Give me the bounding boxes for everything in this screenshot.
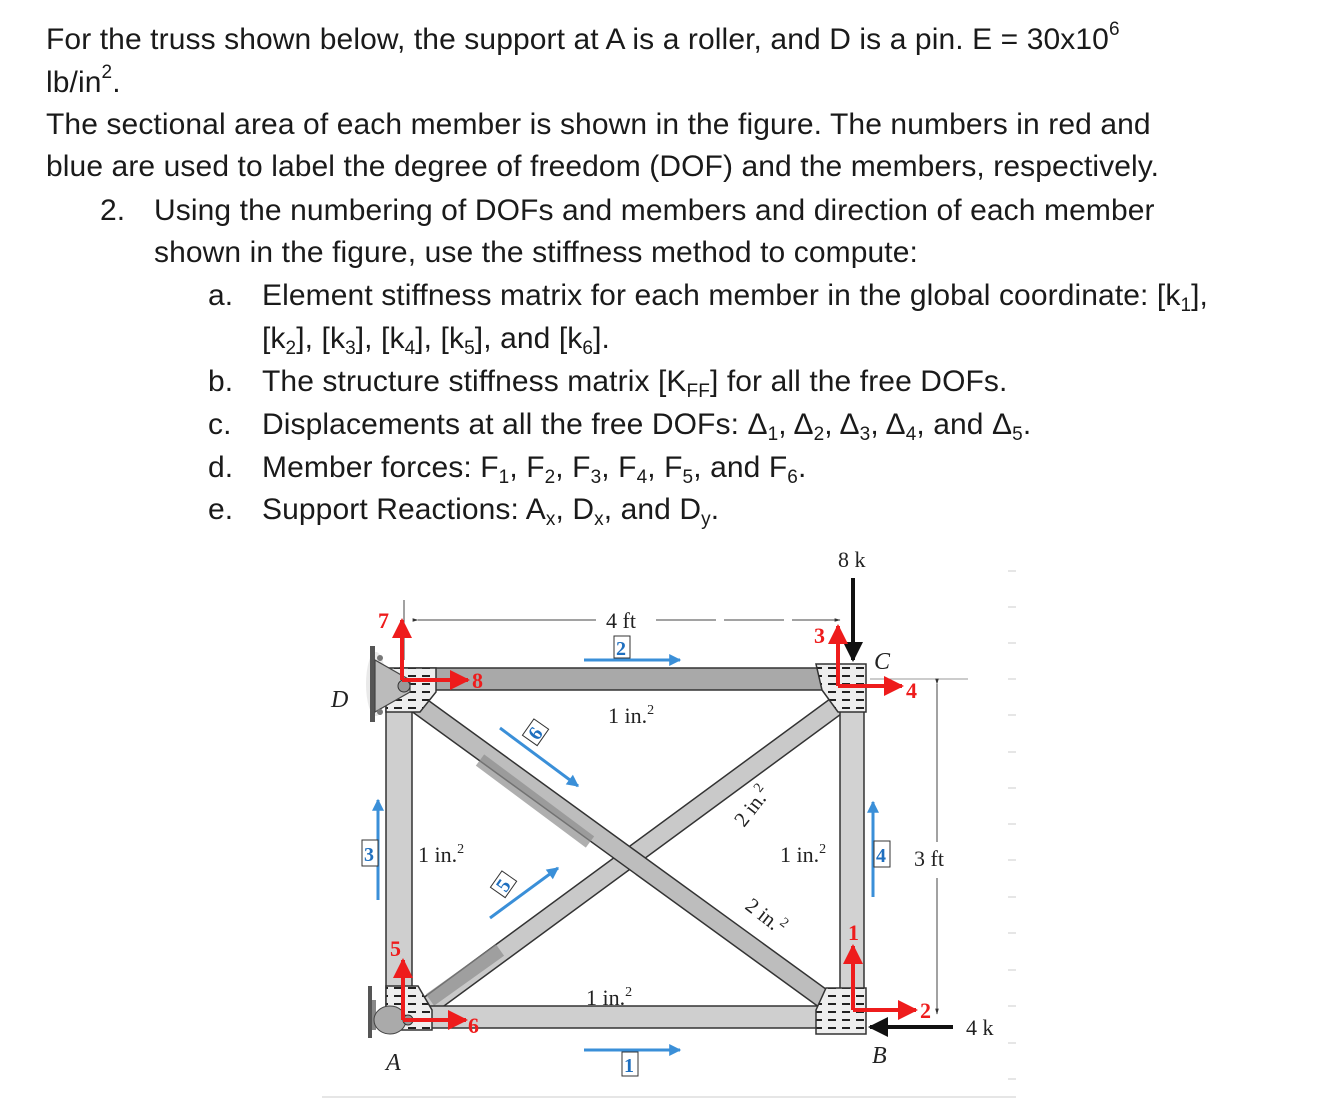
unit-text: lb/in	[46, 66, 102, 99]
dimension-vertical: 3 ft	[914, 846, 944, 871]
item-b-letter: b.	[208, 365, 234, 398]
subscript: x	[594, 509, 604, 530]
item-c-text: Displacements at all the free DOFs: Δ	[262, 408, 768, 441]
intro-line-1: For the truss shown below, the support a…	[46, 19, 1120, 61]
edge-ticks	[1008, 570, 1016, 1080]
item-a-tail: ],	[1191, 279, 1208, 312]
subscript: 4	[404, 338, 416, 359]
text: ].	[593, 322, 610, 355]
member-arrows	[372, 654, 879, 1056]
exponent: 6	[1108, 19, 1120, 40]
text: .	[710, 493, 720, 526]
item-e-letter: e.	[208, 493, 234, 526]
member-label-2: 2	[616, 638, 626, 660]
dof-label-7: 7	[378, 608, 389, 633]
node-label-A: A	[384, 1050, 401, 1076]
intro-line-3: The sectional area of each member is sho…	[46, 108, 1151, 141]
subscript: 2	[285, 338, 297, 359]
node-label-B: B	[872, 1043, 887, 1069]
dof-arrows	[392, 618, 918, 1030]
text: ], [k	[296, 322, 346, 355]
subscript: 1	[1180, 295, 1192, 316]
text: , D	[555, 493, 595, 526]
dof-label-8: 8	[472, 668, 483, 693]
item-c-letter: c.	[208, 408, 232, 441]
subscript: FF	[686, 381, 710, 402]
question-number: 2.	[100, 194, 126, 227]
area-label-right: 1 in.2	[780, 842, 826, 867]
truss-figure: 4 ft 3 ft 8 k 4 k D C A B 1 in.2 1 in.2 …	[322, 547, 1016, 1098]
dof-label-6: 6	[468, 1013, 479, 1038]
member-label-1: 1	[624, 1055, 634, 1077]
item-c-line: Displacements at all the free DOFs: Δ1, …	[262, 408, 1032, 445]
item-b-text: The structure stiffness matrix [K	[262, 365, 687, 398]
member-labels: 2 1 3 4 6 5	[361, 635, 891, 1077]
item-e-line: Support Reactions: Ax, Dx, and Dy.	[262, 489, 719, 531]
dof-labels: 7 8 3 4 5 6 1 2	[378, 608, 931, 1038]
item-a-line-1: Element stiffness matrix for each member…	[262, 275, 1208, 317]
dof-label-3: 3	[814, 623, 825, 648]
subscript: 6	[582, 338, 594, 359]
area-label-top: 1 in.2	[608, 703, 654, 728]
subscript: 3	[345, 338, 356, 359]
subscript: 1	[767, 424, 779, 445]
item-b-line: The structure stiffness matrix [KFF] for…	[262, 361, 1007, 403]
subscript: x	[545, 509, 556, 530]
dimension-horizontal: 4 ft	[606, 608, 636, 633]
question-line-1: Using the numbering of DOFs and members …	[154, 194, 1155, 227]
members	[385, 667, 865, 1029]
subscript: y	[701, 509, 711, 530]
item-a-letter: a.	[208, 279, 234, 312]
member-label-4: 4	[876, 845, 886, 867]
area-label-left: 1 in.2	[418, 842, 464, 867]
subscript: 4	[905, 424, 917, 445]
text: ], [k	[415, 322, 465, 355]
pin-support-D	[366, 646, 411, 722]
text: ], and [k	[474, 322, 583, 355]
item-d-line: Member forces: F1, F2, F3, F4, F5, and F…	[262, 451, 807, 488]
intro-line-4: blue are used to label the degree of fre…	[46, 150, 1160, 183]
subscript: 5	[1012, 424, 1023, 445]
node-label-D: D	[330, 687, 348, 713]
subscript: 2	[544, 467, 556, 488]
unit-exponent: 2	[101, 62, 113, 83]
text: , and D	[603, 493, 702, 526]
member-arrow-6	[499, 726, 579, 788]
dof-label-1: 1	[848, 920, 859, 945]
dof-label-2: 2	[920, 998, 931, 1023]
dof-label-4: 4	[906, 678, 917, 703]
subscript: 4	[636, 467, 648, 488]
node-label-C: C	[874, 649, 891, 675]
unit-period: .	[112, 66, 121, 99]
question-line-2: shown in the figure, use the stiffness m…	[154, 236, 918, 269]
item-d-letter: d.	[208, 451, 234, 484]
left-member-3	[385, 689, 413, 1011]
dof-label-5: 5	[390, 936, 401, 961]
subscript: 3	[590, 467, 602, 488]
member-label-3: 3	[364, 844, 374, 866]
load-label-8k: 8 k	[838, 547, 866, 572]
item-d-text: Member forces: F	[262, 451, 499, 484]
subscript: 5	[464, 338, 475, 359]
text: [k	[262, 322, 286, 355]
intro-line-2: lb/in2.	[46, 62, 121, 104]
subscript: 6	[787, 467, 798, 488]
area-label-bottom: 1 in.2	[586, 985, 632, 1010]
subscript: 2	[813, 424, 825, 445]
member-arrow-5	[489, 866, 559, 920]
item-b-tail: ] for all the free DOFs.	[709, 365, 1008, 398]
load-label-4k: 4 k	[966, 1015, 994, 1040]
subscript: 5	[682, 467, 694, 488]
intro-text: For the truss shown below, the support a…	[46, 23, 1109, 56]
text: ], [k	[355, 322, 405, 355]
text: Support Reactions: A	[262, 493, 546, 526]
item-a-line-2: [k2], [k3], [k4], [k5], and [k6].	[262, 318, 610, 360]
item-a-text: Element stiffness matrix for each member…	[262, 279, 1181, 312]
subscript: 1	[498, 467, 510, 488]
subscript: 3	[859, 424, 871, 445]
